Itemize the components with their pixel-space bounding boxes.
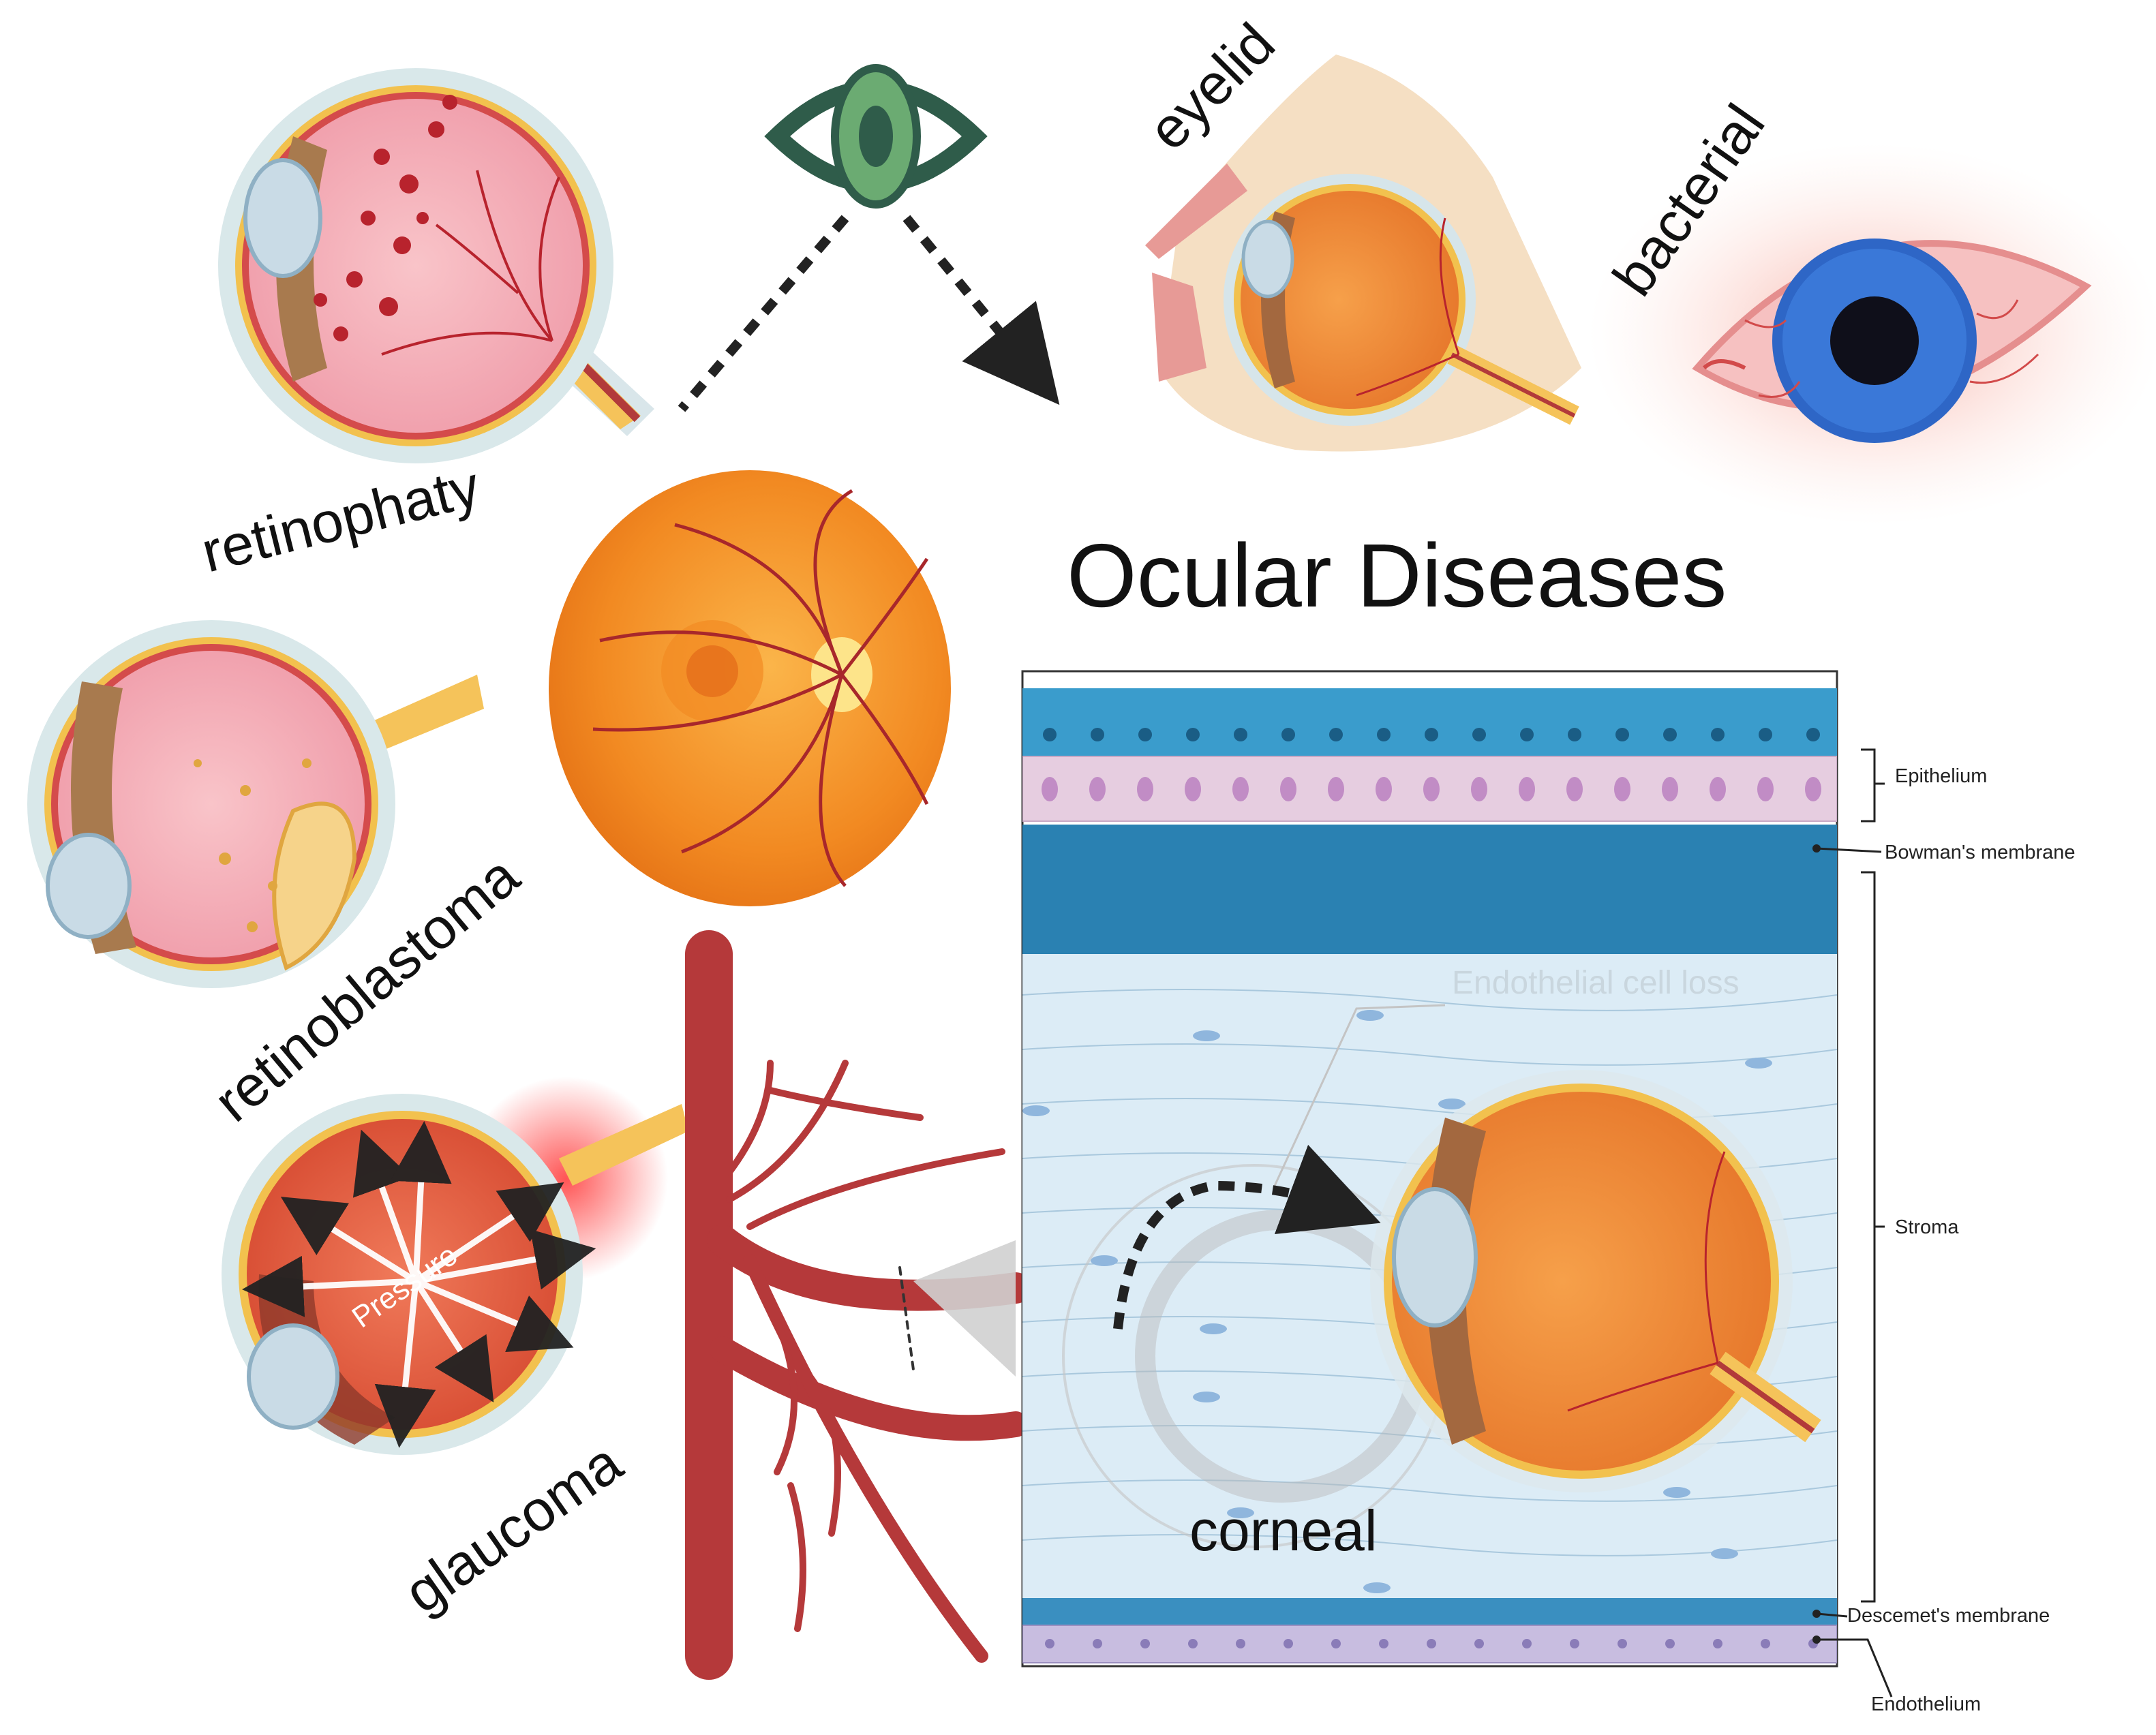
- bowmans-membrane-layer: [1022, 825, 1837, 954]
- bacterial-eye-illustration: [1588, 143, 2156, 525]
- epithelium-top-row: [1022, 688, 1837, 712]
- cornea-cross-section: Endothelial cell loss: [1021, 670, 1838, 1668]
- retinoblastoma-eye-illustration: [27, 620, 484, 988]
- descemets-membrane-layer: [1022, 1598, 1837, 1625]
- epithelium-label: Epithelium: [1895, 765, 1987, 787]
- blood-vessel-illustration: [685, 930, 1031, 1680]
- corneal-dashed-arrow: [1113, 1144, 1381, 1330]
- endothelium-label: Endothelium: [1871, 1693, 1981, 1715]
- pressure-arrows: [242, 1121, 596, 1448]
- endothelial-cell-loss-annotation: Endothelial cell loss: [1452, 965, 1740, 1001]
- retinal-fundus-illustration: [549, 470, 951, 906]
- bowmans-membrane-label: Bowman's membrane: [1885, 842, 2076, 863]
- glaucoma-label: glaucoma: [393, 1430, 633, 1625]
- eye-icon-dashed-arrows: [678, 215, 1060, 412]
- layer-brackets: [1816, 748, 1893, 1698]
- descemets-membrane-label: Descemet's membrane: [1847, 1605, 2050, 1627]
- glaucoma-eye-illustration: Pressure: [222, 1077, 688, 1455]
- eyelid-eye-illustration: [1145, 55, 1581, 452]
- retinopathy-eye-illustration: [218, 68, 654, 463]
- page-title: Ocular Diseases: [1067, 525, 1727, 626]
- corneal-label: corneal: [1189, 1499, 1378, 1563]
- eye-icon: [764, 64, 988, 209]
- corneal-eye-illustration: [1370, 1070, 1821, 1492]
- stroma-label: Stroma: [1895, 1216, 1959, 1238]
- retinopathy-label: retinophaty: [196, 454, 486, 585]
